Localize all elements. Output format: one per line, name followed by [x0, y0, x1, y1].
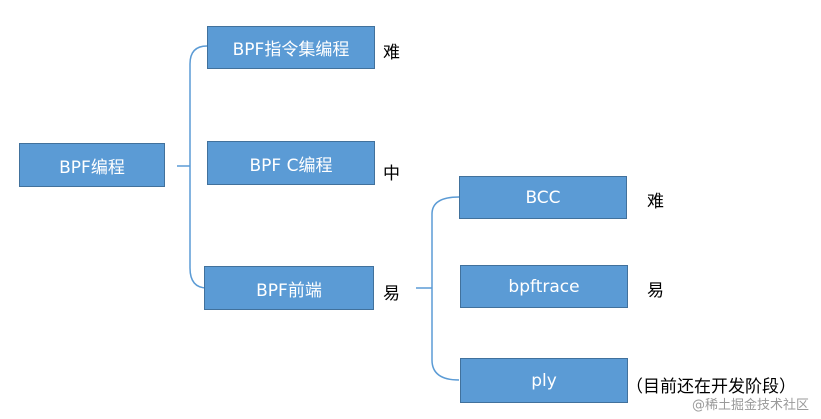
- node-bpf-programming-label: BPF编程: [59, 157, 125, 178]
- node-bcc-label: BCC: [525, 187, 561, 208]
- node-ply-label: ply: [531, 370, 557, 391]
- frontend-bracket: [416, 196, 460, 381]
- difficulty-ply: （目前还在开发阶段）: [626, 377, 796, 397]
- node-bpf-programming: BPF编程: [19, 143, 165, 187]
- node-bpftrace-label: bpftrace: [508, 276, 580, 297]
- node-bpf-frontend-label: BPF前端: [256, 280, 322, 301]
- difficulty-bcc: 难: [647, 192, 664, 212]
- node-bpf-c-programming: BPF C编程: [207, 141, 375, 185]
- node-bpf-isa-programming: BPF指令集编程: [207, 26, 375, 69]
- difficulty-isa: 难: [383, 43, 400, 63]
- node-bpf-frontend: BPF前端: [204, 266, 374, 310]
- difficulty-c: 中: [383, 164, 400, 184]
- node-bpf-c-programming-label: BPF C编程: [249, 155, 333, 176]
- watermark: @稀土掘金技术社区: [691, 398, 809, 413]
- node-bcc: BCC: [459, 176, 627, 219]
- difficulty-frontend: 易: [383, 284, 400, 304]
- root-bracket: [177, 45, 208, 289]
- node-bpftrace: bpftrace: [460, 265, 628, 308]
- node-bpf-isa-programming-label: BPF指令集编程: [232, 40, 350, 60]
- difficulty-bpftrace: 易: [647, 281, 664, 301]
- node-ply: ply: [460, 358, 628, 403]
